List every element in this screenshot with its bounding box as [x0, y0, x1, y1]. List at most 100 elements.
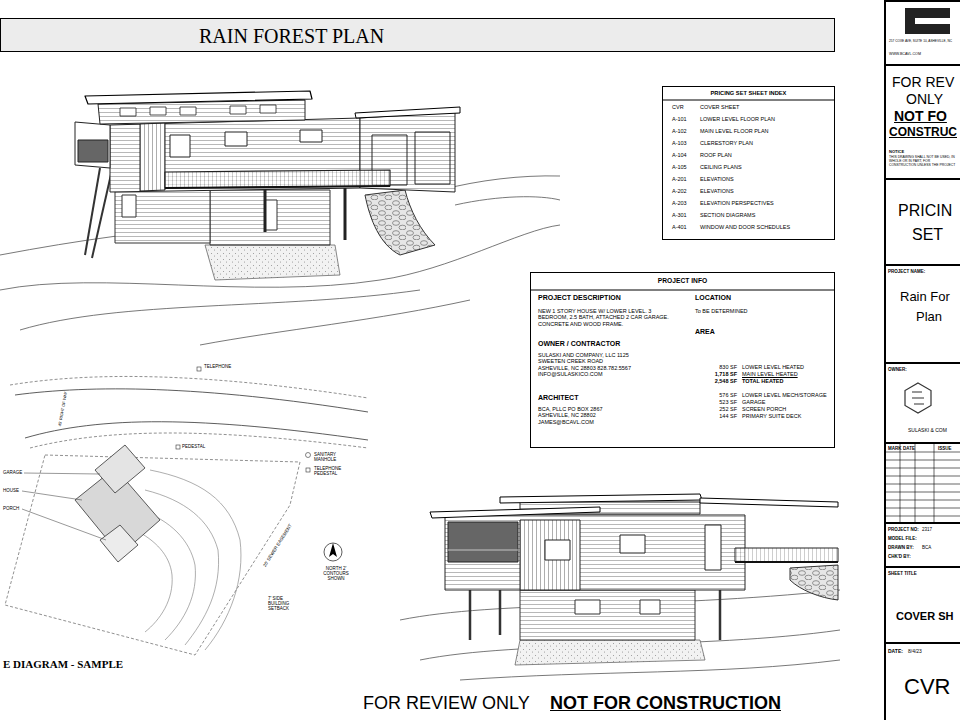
block-text: OWNER:	[888, 367, 907, 372]
sheet-label: 1,718 SF	[715, 371, 737, 377]
sheet-label: NORTH 2' CONTOURS SHOWN	[318, 566, 354, 582]
block-text: 8/4/23	[908, 649, 922, 655]
sheet-label: PORCH	[3, 506, 19, 511]
issue-table: MARKDATE ISSUE	[884, 442, 960, 522]
sheet-label: ARCHITECT	[538, 394, 578, 402]
sheet-label: NOT FOR CONSTRUCTION	[550, 693, 781, 714]
block-text: CVR	[904, 674, 950, 699]
block-text: NOTICE	[889, 150, 904, 155]
sheet-label: A-103	[672, 140, 687, 146]
block-text: ONLY	[906, 91, 943, 107]
sheet-label: A-104	[672, 152, 687, 158]
sheet-label: PRIMARY SUITE DECK	[742, 413, 801, 419]
sheet-label: LOCATION	[695, 294, 731, 302]
block-text: CHK'D BY:	[888, 554, 911, 559]
sheet-label: SECTION DIAGRAMS	[700, 212, 755, 218]
sheet-label: SCREEN PORCH	[742, 406, 786, 412]
block-text: Plan	[916, 310, 942, 325]
block-text: PROJECT NAME:	[888, 269, 925, 274]
sheet-label: 20' SEWER EASEMENT	[262, 523, 293, 568]
sheet-label: A-401	[672, 224, 687, 230]
sheet-label: E DIAGRAM - SAMPLE	[3, 658, 123, 671]
block-text: WWW.BCAVL.COM	[889, 52, 921, 56]
sheet-label: A-203	[672, 200, 687, 206]
block-text: SET	[912, 226, 943, 244]
block-text: Rain For	[900, 290, 950, 305]
block-text: PROJECT INFO	[531, 277, 834, 285]
sheet-label: BCA, PLLC PO BOX 2867 ASHEVILLE, NC 2880…	[538, 406, 604, 425]
perspective-view	[0, 91, 560, 345]
sheet-label: A-301	[672, 212, 687, 218]
block-text: PRICIN	[898, 202, 952, 220]
block-text: BCA	[922, 545, 931, 550]
block-text: DRAWN BY:	[888, 545, 914, 550]
review-stamp: FOR REVONLYNOT FOCONSTRUCNOTICETHIS DRAW…	[884, 64, 960, 178]
elevation-view	[400, 494, 840, 680]
sheet-label: A-202	[672, 188, 687, 194]
sheet-label: FOR REVIEW ONLY	[363, 693, 530, 714]
set-block: PRICIN SET	[884, 178, 960, 264]
sheet-label: ROOF PLAN	[700, 152, 732, 158]
sheet-label: GARAGE	[742, 399, 766, 405]
site-diagram	[5, 367, 368, 655]
sheet-label: MAIN LEVEL HEATED	[742, 371, 798, 377]
block-text: CONSTRUC	[889, 126, 957, 140]
block-text: PRICING SET SHEET INDEX	[663, 90, 834, 97]
sheet-label: PEDESTAL	[182, 444, 205, 449]
block-text: 257 COXE AVE, SUITE 10, ASHEVILLE, NC	[889, 40, 959, 44]
sheet-label: HOUSE	[3, 488, 19, 493]
block-text: MARK	[888, 446, 902, 451]
block-text: SULASKI & COM	[908, 428, 947, 434]
title-band: RAIN FOREST PLAN	[0, 18, 835, 52]
sheet-label: GARAGE	[3, 470, 22, 475]
sheet-label: LOWER LEVEL HEATED	[742, 364, 804, 370]
sheet-label: PROJECT DESCRIPTION	[538, 294, 621, 302]
sheet-label: TOTAL HEATED	[742, 378, 783, 384]
project-data-block: PROJECT NO:2317MODEL FILE:DRAWN BY:BCACH…	[884, 522, 960, 566]
block-text: NOT FO	[894, 108, 947, 124]
sheet-label: 523 SF	[719, 399, 737, 405]
sheet-label: A-101	[672, 116, 687, 122]
sheet-label: CEILING PLANS	[700, 164, 742, 170]
block-text: 2317	[922, 527, 932, 532]
sheet-label: A-105	[672, 164, 687, 170]
sheet-label: TELEPHONE	[204, 364, 231, 369]
sheet-label: SANITARY MANHOLE	[314, 452, 344, 462]
block-text: SHEET TITLE	[888, 571, 917, 576]
block-text: DATE	[903, 446, 915, 451]
firm-block: 257 COXE AVE, SUITE 10, ASHEVILLE, NC WWW…	[884, 0, 960, 64]
sheet-label: NEW 1 STORY HOUSE W/ LOWER LEVEL. 3 BEDR…	[538, 308, 678, 327]
sheet-label: A-102	[672, 128, 687, 134]
sheet-label: 2,548 SF	[715, 378, 737, 384]
sheet-label: 830 SF	[719, 364, 737, 370]
sheet-label: CVR	[672, 104, 684, 110]
sheet-label: 252 SF	[719, 406, 737, 412]
project-name-block: PROJECT NAME: Rain ForPlan	[884, 264, 960, 362]
sheet-label: 7' SIDE BUILDING SETBACK	[268, 596, 304, 612]
sheet-title-block: SHEET TITLE COVER SH	[884, 566, 960, 642]
sheet-label: SULASKI AND COMPANY, LLC 1125 SWEETEN CR…	[538, 352, 633, 377]
sheet-number-block: DATE: 8/4/23CVR	[884, 642, 960, 720]
sheet-label: MAIN LEVEL FLOOR PLAN	[700, 128, 769, 134]
sheet-label: WINDOW AND DOOR SCHEDULES	[700, 224, 790, 230]
sheet-label: To BE DETERMINED	[695, 308, 748, 314]
block-text: COVER SH	[896, 610, 953, 623]
sheet-label: LOWER LEVEL FLOOR PLAN	[700, 116, 775, 122]
sheet-label: AREA	[695, 328, 715, 336]
block-text: FOR REV	[892, 74, 954, 90]
sheet-label: ELEVATION PERSPECTIVES	[700, 200, 774, 206]
block-text: DATE:	[888, 649, 903, 655]
sheet-label: ELEVATIONS	[700, 176, 734, 182]
sheet-label: A-201	[672, 176, 687, 182]
sheet-label: 576 SF	[719, 392, 737, 398]
sheet-label: CLERESTORY PLAN	[700, 140, 753, 146]
sheet-label: COVER SHEET	[700, 104, 739, 110]
sheet-label: ELEVATIONS	[700, 188, 734, 194]
sheet-label: TELEPHONE PEDESTAL	[314, 466, 350, 476]
owner-block: OWNER: SULASKI & COM	[884, 362, 960, 442]
sheet-label: 45' RIGHT OF WAY	[58, 391, 69, 426]
title-block-art	[530, 8, 960, 522]
sheet-title: RAIN FOREST PLAN	[199, 25, 384, 47]
block-text: ISSUE	[938, 446, 952, 451]
